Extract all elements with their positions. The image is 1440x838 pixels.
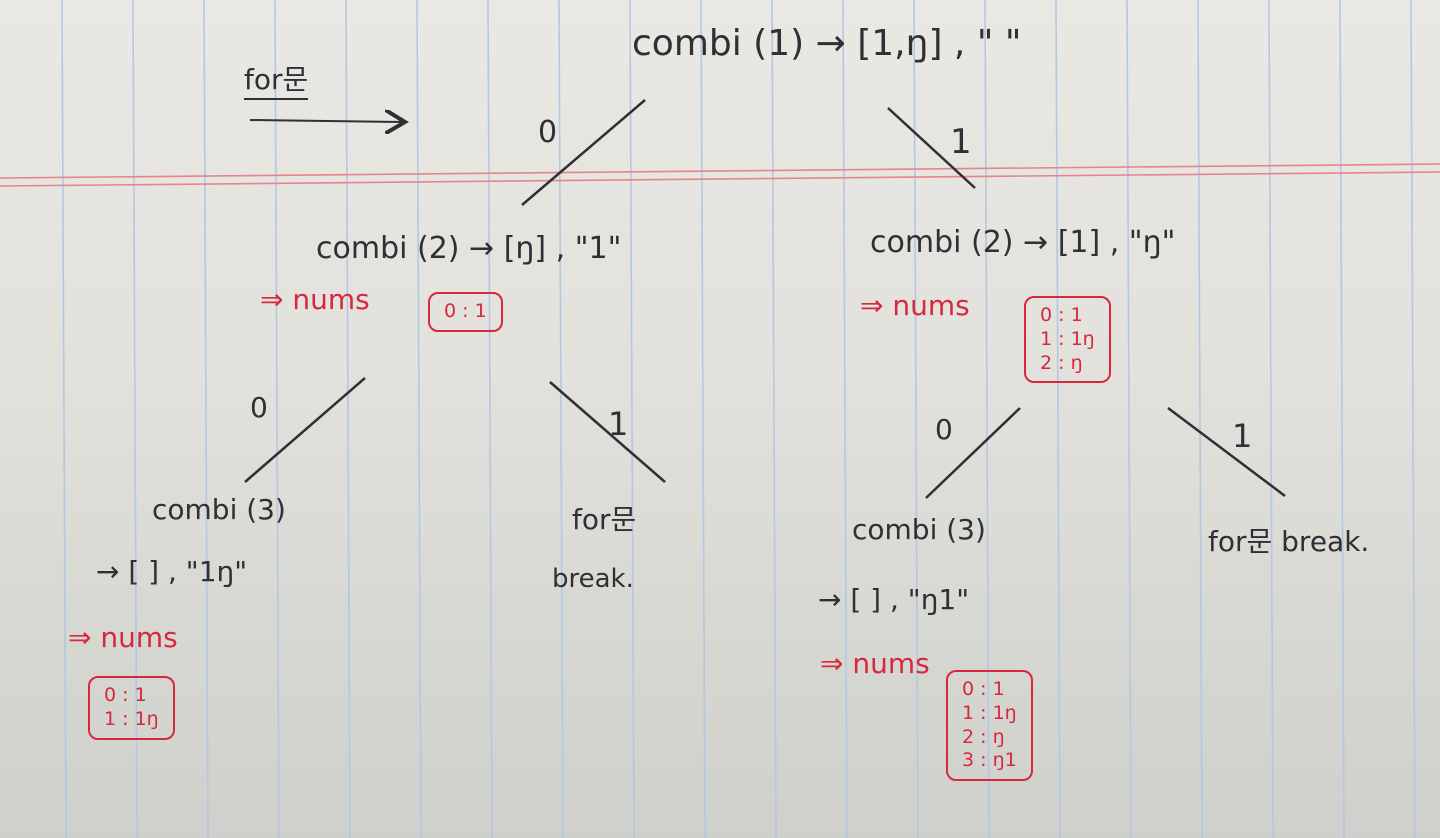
ll-nums-object: 0 : 1 1 : 1ŋ xyxy=(88,676,175,740)
rule-line-vertical xyxy=(842,0,848,838)
rule-line-vertical xyxy=(1197,0,1203,838)
right-call: combi (2) → [1] , "ŋ" xyxy=(870,225,1176,260)
edge-root-right xyxy=(887,107,976,189)
rl-nums-label: ⇒ nums xyxy=(820,647,930,680)
rl-result: → [ ] , "ŋ1" xyxy=(818,583,970,616)
edge-l-right xyxy=(549,381,666,483)
rule-line-vertical xyxy=(629,0,635,838)
edge-l-left xyxy=(244,377,366,483)
left-nums-object: 0 : 1 xyxy=(428,292,503,332)
rule-line-vertical xyxy=(700,0,706,838)
rule-line-red xyxy=(0,163,1440,179)
edge-root-left xyxy=(521,99,646,206)
rule-line-vertical xyxy=(1268,0,1274,838)
rl-nums-entry: 0 : 1 xyxy=(962,678,1005,700)
right-nums-entry: 0 : 1 xyxy=(1040,304,1083,326)
edge-label-r-left: 0 xyxy=(935,413,953,446)
right-nums-entry: 2 : ŋ xyxy=(1040,351,1083,374)
rule-line-vertical xyxy=(274,0,280,838)
ll-call: combi (3) xyxy=(152,493,286,526)
rule-line-red xyxy=(0,171,1440,187)
left-nums-entry: 0 : 1 xyxy=(444,300,487,322)
rule-line-vertical xyxy=(913,0,919,838)
root-call: combi (1) → [1,ŋ] , " " xyxy=(632,23,1022,64)
ll-result: → [ ] , "1ŋ" xyxy=(96,555,248,588)
edge-r-right xyxy=(1167,407,1286,497)
legend-label: for문 xyxy=(244,66,309,100)
rule-line-vertical xyxy=(1055,0,1061,838)
edge-label-r-right: 1 xyxy=(1232,417,1253,455)
rule-line-vertical xyxy=(132,0,138,838)
rule-line-vertical xyxy=(61,0,67,838)
right-nums-entry: 1 : 1ŋ xyxy=(1040,327,1095,350)
rule-line-vertical xyxy=(345,0,351,838)
right-nums-object: 0 : 1 1 : 1ŋ 2 : ŋ xyxy=(1024,296,1111,384)
left-nums-label: ⇒ nums xyxy=(260,283,370,316)
ll-nums-label: ⇒ nums xyxy=(68,621,178,654)
ll-nums-entry: 1 : 1ŋ xyxy=(104,707,159,730)
rule-line-vertical xyxy=(558,0,564,838)
rr-text: for문 break. xyxy=(1208,525,1370,558)
rl-nums-entry: 2 : ŋ xyxy=(962,725,1005,748)
legend-arrow xyxy=(249,120,405,122)
edge-r-left xyxy=(925,407,1021,499)
edge-label-l-right: 1 xyxy=(608,405,629,443)
rule-line-vertical xyxy=(771,0,777,838)
rule-line-vertical xyxy=(416,0,422,838)
lr-line-2: break. xyxy=(552,564,634,594)
rule-line-vertical xyxy=(1410,0,1416,838)
right-nums-label: ⇒ nums xyxy=(860,289,970,322)
rl-call: combi (3) xyxy=(852,513,986,546)
ll-nums-entry: 0 : 1 xyxy=(104,684,147,706)
rule-line-vertical xyxy=(1339,0,1345,838)
rule-line-vertical xyxy=(984,0,990,838)
edge-label-left: 0 xyxy=(538,115,558,150)
left-call: combi (2) → [ŋ] , "1" xyxy=(316,231,622,266)
rule-line-vertical xyxy=(487,0,493,838)
rl-nums-entry: 3 : ŋ1 xyxy=(962,749,1017,772)
rl-nums-entry: 1 : 1ŋ xyxy=(962,701,1017,724)
edge-label-right: 1 xyxy=(950,122,972,162)
rl-nums-object: 0 : 1 1 : 1ŋ 2 : ŋ 3 : ŋ1 xyxy=(946,670,1033,781)
rule-line-vertical xyxy=(203,0,209,838)
edge-label-l-left: 0 xyxy=(250,391,268,424)
rule-line-vertical xyxy=(1126,0,1132,838)
lr-line-1: for문 xyxy=(572,503,637,536)
